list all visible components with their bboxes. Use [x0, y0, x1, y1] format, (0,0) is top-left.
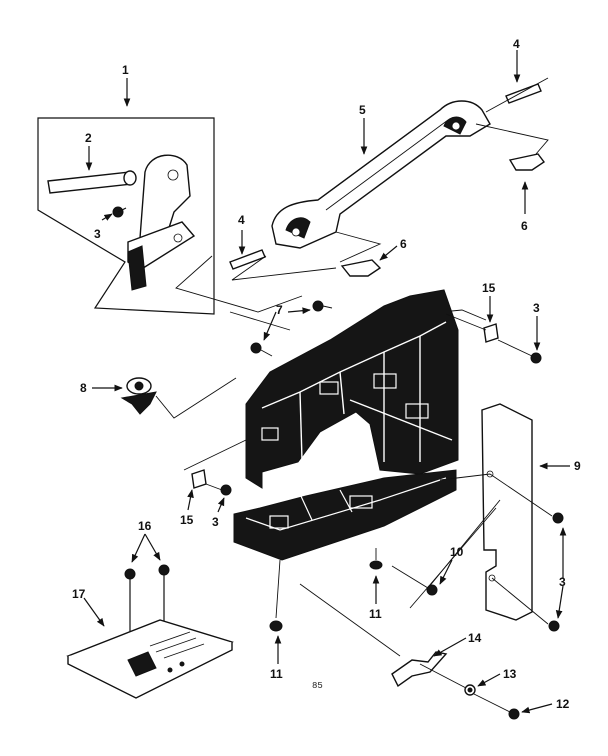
callout-5: 5 [359, 103, 366, 117]
bracket-assembly-group [37, 117, 215, 315]
callout-3d: 3 [559, 575, 566, 589]
callout-4b: 4 [513, 37, 520, 51]
cover-plate-part-9 [481, 403, 533, 621]
callout-3b: 3 [533, 301, 540, 315]
pin-part-4b [505, 83, 542, 104]
bumper-part-11a [369, 560, 383, 570]
leader-line-screw-10 [391, 499, 501, 589]
main-casting [233, 289, 459, 561]
needle-plate-part-17 [66, 619, 234, 699]
rail-part-5 [271, 100, 491, 249]
bracket-part-14 [391, 651, 448, 688]
callout-arrows [83, 50, 570, 714]
clip-part-6b [508, 153, 546, 171]
leader-lines-bottom [299, 507, 511, 713]
screw-part-3c [220, 484, 232, 496]
callout-3a: 3 [94, 227, 101, 241]
callout-17: 17 [72, 587, 86, 601]
callout-2: 2 [85, 131, 92, 145]
knob-part-8 [120, 377, 157, 415]
screw-part-10 [426, 584, 438, 596]
callout-6b: 6 [521, 219, 528, 233]
callout-13: 13 [503, 667, 517, 681]
screw-part-7a [312, 300, 333, 312]
clip-part-15b [191, 469, 207, 489]
callout-7: 7 [276, 303, 283, 317]
leader-line-knob [155, 377, 237, 419]
screw-part-12 [508, 708, 520, 720]
callout-11a: 11 [369, 607, 382, 621]
callout-10: 10 [450, 545, 464, 559]
callout-15b: 15 [180, 513, 194, 527]
bumper-part-11b [269, 620, 283, 632]
pin-part-2 [47, 170, 137, 194]
clip-part-6a [340, 259, 382, 277]
callout-14: 14 [468, 631, 482, 645]
callout-11b: 11 [270, 667, 283, 681]
leader-line-right-lower [439, 473, 553, 625]
washer-part-13 [464, 684, 476, 696]
leader-line-right-upper [445, 313, 533, 357]
screw-part-16a [124, 568, 136, 640]
screw-part-3d [548, 512, 564, 632]
callout-9: 9 [574, 459, 581, 473]
callout-1: 1 [122, 63, 129, 77]
callout-3c: 3 [212, 515, 219, 529]
callout-6a: 6 [400, 237, 407, 251]
callout-12: 12 [556, 697, 570, 711]
pin-part-4a [229, 249, 266, 270]
drawing-code: 85 [312, 681, 323, 691]
screw-part-7b [250, 342, 273, 357]
leader-line-left-mid [183, 439, 247, 491]
assembly-box-outline [37, 117, 215, 315]
callout-labels: 1 2 3 4 4 5 6 6 7 8 15 3 9 15 3 16 17 10… [72, 37, 581, 711]
screw-part-3b [530, 352, 542, 364]
leader-lines-bumpers [275, 548, 377, 619]
screw-part-16b [158, 564, 170, 622]
callout-4a: 4 [238, 213, 245, 227]
callout-8: 8 [80, 381, 87, 395]
clip-part-15a [483, 323, 499, 343]
screw-part-3a [112, 206, 127, 218]
callout-15a: 15 [482, 281, 496, 295]
bracket-part [127, 154, 196, 291]
callout-16: 16 [138, 519, 152, 533]
